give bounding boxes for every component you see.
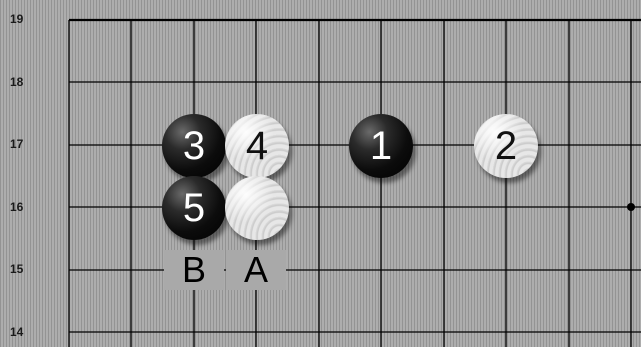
stone-move-4[interactable]: 4: [225, 114, 289, 178]
stone-move-5[interactable]: 5: [162, 176, 226, 240]
row-label-15: 15: [10, 263, 40, 275]
row-label-18: 18: [10, 76, 40, 88]
marker-a[interactable]: A: [226, 250, 286, 290]
row-label-17: 17: [10, 138, 40, 150]
stone-move-3[interactable]: 3: [162, 114, 226, 178]
stone-move-1[interactable]: 1: [349, 114, 413, 178]
stone-white-unnumbered[interactable]: [225, 176, 289, 240]
row-label-16: 16: [10, 201, 40, 213]
star-point: [627, 203, 635, 211]
stone-move-2[interactable]: 2: [474, 114, 538, 178]
row-label-14: 14: [10, 326, 40, 338]
marker-b[interactable]: B: [164, 250, 224, 290]
row-label-19: 19: [10, 13, 40, 25]
